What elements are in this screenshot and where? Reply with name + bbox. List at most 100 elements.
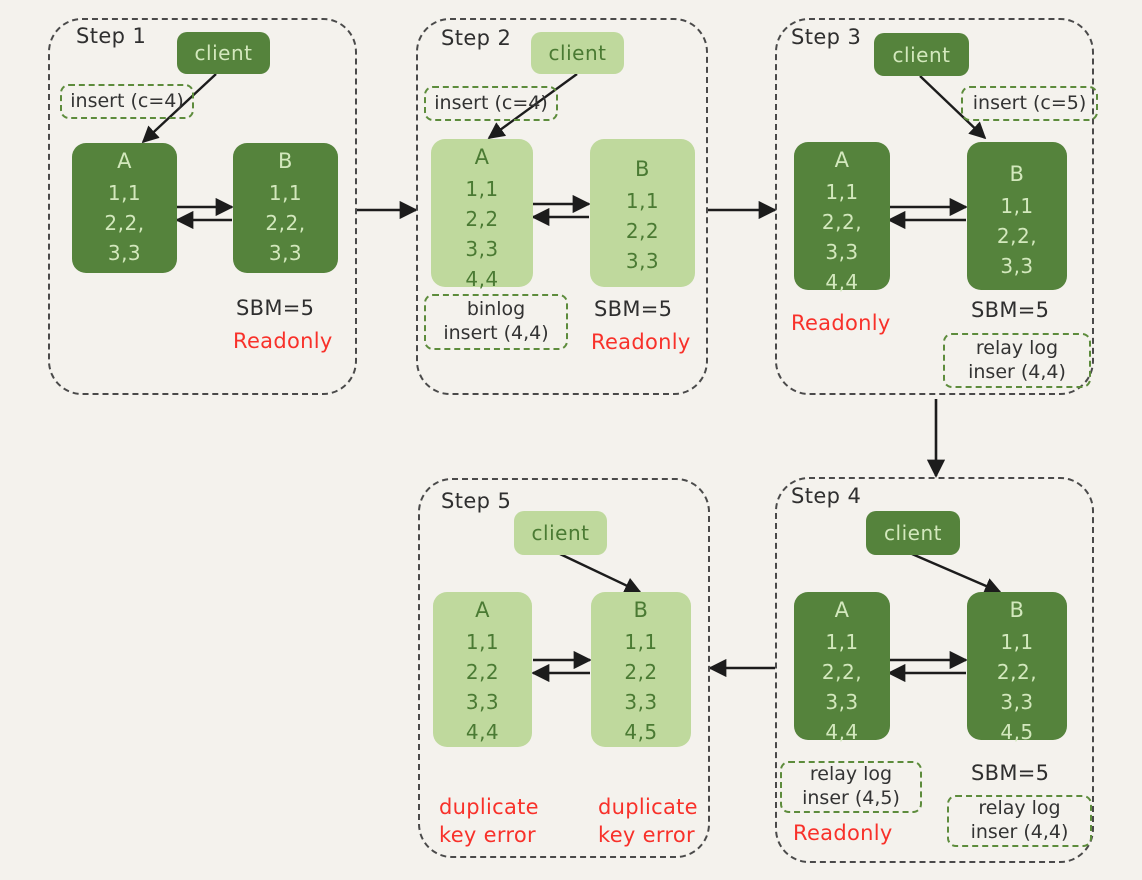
- node-b-name: B: [635, 157, 650, 181]
- node-a-row-2: 3,3: [825, 240, 859, 264]
- sbm-label-step-4: SBM=5: [971, 761, 1050, 785]
- note-line: insert (c=4): [70, 89, 184, 112]
- note-binlog-step-2: binlog insert (4,4): [424, 294, 568, 350]
- error-label-a-step-5: duplicate key error: [439, 793, 539, 850]
- node-a-row-3: 4,4: [825, 270, 859, 294]
- node-b-row-1: 2,2,: [996, 224, 1038, 248]
- node-b-name: B: [633, 598, 649, 622]
- panel-step-3: [775, 18, 1094, 395]
- error-line-2: key error: [598, 823, 695, 848]
- note-insert-step-2: insert (c=4): [424, 86, 558, 121]
- node-b-step-5: B 1,1 2,2 3,3 4,5: [591, 592, 691, 747]
- node-b-row-0: 1,1: [1000, 630, 1034, 654]
- note-line: insert (c=5): [972, 91, 1087, 114]
- node-b-row-0: 1,1: [268, 181, 303, 205]
- node-b-row-0: 1,1: [1000, 194, 1034, 218]
- node-b-row-2: 3,3: [625, 249, 660, 273]
- panel-title-step-4: Step 4: [791, 484, 862, 508]
- client-box-step-3[interactable]: client: [874, 33, 969, 76]
- note-relay-log-step-3: relay log inser (4,4): [943, 333, 1091, 388]
- client-box-step-4[interactable]: client: [866, 511, 960, 555]
- node-b-row-3: 4,5: [624, 720, 658, 744]
- node-a-row-1: 2,2: [465, 660, 500, 684]
- note-line-1: relay log: [975, 336, 1059, 359]
- node-a-name: A: [474, 145, 490, 169]
- note-line: insert (c=4): [434, 91, 548, 114]
- node-a-row-3: 4,4: [465, 267, 499, 291]
- panel-step-2: [416, 18, 708, 395]
- node-a-row-3: 4,4: [825, 720, 859, 744]
- node-b-step-2: B 1,1 2,2 3,3: [590, 139, 695, 287]
- client-box-step-2[interactable]: client: [531, 32, 624, 74]
- error-line-1: duplicate: [598, 795, 698, 819]
- panel-title-step-3: Step 3: [791, 25, 862, 49]
- client-box-step-5[interactable]: client: [514, 511, 607, 555]
- node-b-row-1: 2,2,: [996, 660, 1038, 684]
- node-b-step-4: B 1,1 2,2, 3,3 4,5: [967, 592, 1067, 742]
- note-line-2: inser (4,5): [802, 787, 900, 809]
- readonly-label-step-2: Readonly: [591, 330, 691, 354]
- panel-step-5: [418, 478, 710, 858]
- note-line-1: relay log: [809, 763, 893, 786]
- node-b-name: B: [278, 149, 293, 173]
- error-line-2: key error: [439, 823, 536, 848]
- node-b-row-2: 3,3: [624, 690, 658, 714]
- panel-title-step-2: Step 2: [441, 26, 512, 50]
- panel-title-step-1: Step 1: [76, 24, 147, 48]
- node-a-row-1: 2,2,: [104, 211, 145, 235]
- node-a-step-3: A 1,1 2,2, 3,3 4,4: [794, 142, 890, 294]
- node-a-row-0: 1,1: [107, 181, 142, 205]
- node-b-row-0: 1,1: [624, 630, 658, 654]
- node-a-step-5: A 1,1 2,2 3,3 4,4: [433, 592, 532, 747]
- note-insert-step-3: insert (c=5): [961, 86, 1098, 121]
- node-b-row-1: 2,2: [625, 219, 660, 243]
- note-insert-step-1: insert (c=4): [60, 84, 194, 119]
- sbm-label-step-2: SBM=5: [594, 297, 673, 321]
- node-b-row-0: 1,1: [625, 189, 660, 213]
- node-a-step-1: A 1,1 2,2, 3,3: [72, 143, 177, 273]
- node-a-row-0: 1,1: [465, 630, 500, 654]
- node-a-name: A: [475, 598, 490, 622]
- node-b-name: B: [1009, 162, 1025, 186]
- sbm-label-step-1: SBM=5: [236, 296, 315, 320]
- node-a-row-1: 2,2,: [821, 210, 863, 234]
- panel-title-step-5: Step 5: [441, 489, 512, 513]
- node-a-row-2: 3,3: [107, 241, 142, 265]
- note-line-1: relay log: [978, 797, 1061, 820]
- readonly-label-step-3: Readonly: [791, 311, 891, 335]
- node-a-row-1: 2,2: [465, 207, 499, 231]
- node-a-row-0: 1,1: [825, 180, 859, 204]
- node-b-row-2: 3,3: [1000, 254, 1034, 278]
- node-b-step-3: B 1,1 2,2, 3,3: [967, 142, 1067, 290]
- node-a-row-1: 2,2,: [821, 660, 863, 684]
- node-b-row-1: 2,2: [624, 660, 658, 684]
- node-b-row-1: 2,2,: [265, 211, 306, 235]
- readonly-label-step-1: Readonly: [233, 329, 333, 353]
- node-a-row-0: 1,1: [465, 177, 499, 201]
- note-line-2: insert (4,4): [443, 322, 549, 344]
- note-line-2: inser (4,4): [968, 360, 1066, 383]
- readonly-label-step-4: Readonly: [793, 821, 893, 845]
- error-label-b-step-5: duplicate key error: [598, 793, 698, 850]
- node-b-row-2: 3,3: [1000, 690, 1034, 714]
- node-b-name: B: [1009, 598, 1025, 622]
- client-box-step-1[interactable]: client: [177, 32, 270, 74]
- node-a-row-0: 1,1: [825, 630, 859, 654]
- node-a-row-3: 4,4: [465, 720, 500, 744]
- note-line-1: binlog: [466, 298, 526, 321]
- node-a-step-4: A 1,1 2,2, 3,3 4,4: [794, 592, 890, 744]
- node-a-row-2: 3,3: [465, 690, 500, 714]
- node-a-name: A: [834, 148, 850, 172]
- panel-step-4: [775, 477, 1094, 863]
- node-a-name: A: [834, 598, 850, 622]
- node-b-row-2: 3,3: [268, 241, 303, 265]
- node-a-name: A: [117, 149, 132, 173]
- note-line-2: inser (4,4): [970, 821, 1069, 843]
- error-line-1: duplicate: [439, 795, 539, 819]
- node-b-step-1: B 1,1 2,2, 3,3: [233, 143, 338, 273]
- sbm-label-step-3: SBM=5: [971, 298, 1050, 322]
- node-a-row-2: 3,3: [465, 237, 499, 261]
- note-relay-log-a-step-4: relay log inser (4,5): [780, 761, 922, 813]
- note-relay-log-b-step-4: relay log inser (4,4): [947, 795, 1092, 847]
